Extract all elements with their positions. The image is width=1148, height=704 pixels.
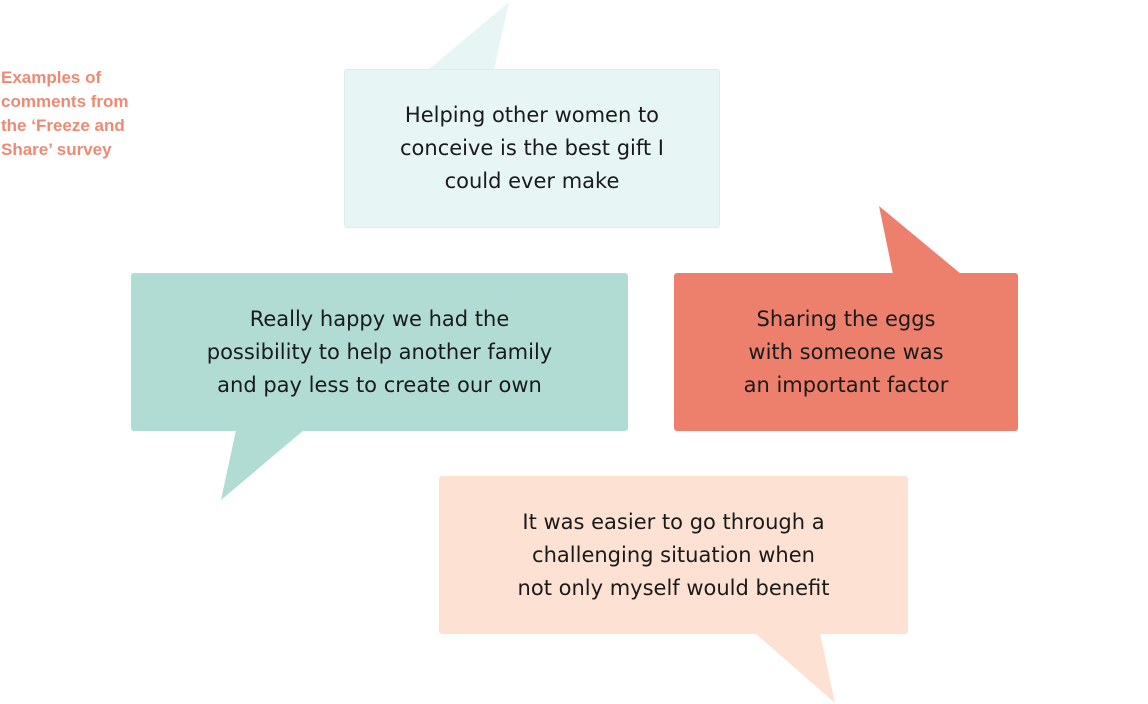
bubble-4-text: It was easier to go through a challengin… <box>518 506 830 605</box>
bubble-2-tail <box>221 430 304 500</box>
bubble-4-line: challenging situation when <box>532 542 815 567</box>
speech-bubble-2: Really happy we had the possibility to h… <box>131 273 628 431</box>
speech-bubble-4: It was easier to go through a challengin… <box>439 476 908 634</box>
caption-line: Share’ survey <box>1 140 112 159</box>
bubble-2-line: and pay less to create our own <box>217 372 542 397</box>
caption-line: Examples of <box>1 68 102 87</box>
bubble-3-line: with someone was <box>748 339 944 364</box>
bubble-3-line: an important factor <box>743 372 949 397</box>
bubble-1-tail <box>428 2 509 70</box>
speech-bubble-1: Helping other women to conceive is the b… <box>344 69 720 228</box>
speech-bubble-3: Sharing the eggs with someone was an imp… <box>674 273 1018 431</box>
bubble-2-text: Really happy we had the possibility to h… <box>207 303 553 402</box>
bubble-3-tail <box>879 206 961 274</box>
survey-caption: Examples of comments from the ‘Freeze an… <box>1 66 161 162</box>
bubble-1-line: could ever make <box>444 169 620 193</box>
bubble-1-line: Helping other women to <box>404 103 660 127</box>
bubble-4-line: It was easier to go through a <box>522 509 825 534</box>
bubble-4-line: not only myself would benefit <box>517 575 830 600</box>
bubble-1-line: conceive is the best gift I <box>399 136 664 160</box>
bubble-4-tail <box>755 633 835 703</box>
caption-line: comments from <box>1 92 129 111</box>
bubble-3-line: Sharing the eggs <box>756 306 936 331</box>
bubble-1-text: Helping other women to conceive is the b… <box>400 99 664 198</box>
caption-line: the ‘Freeze and <box>1 116 125 135</box>
bubble-2-line: possibility to help another family <box>206 339 553 364</box>
bubble-3-text: Sharing the eggs with someone was an imp… <box>744 303 949 402</box>
bubble-2-line: Really happy we had the <box>249 306 510 331</box>
